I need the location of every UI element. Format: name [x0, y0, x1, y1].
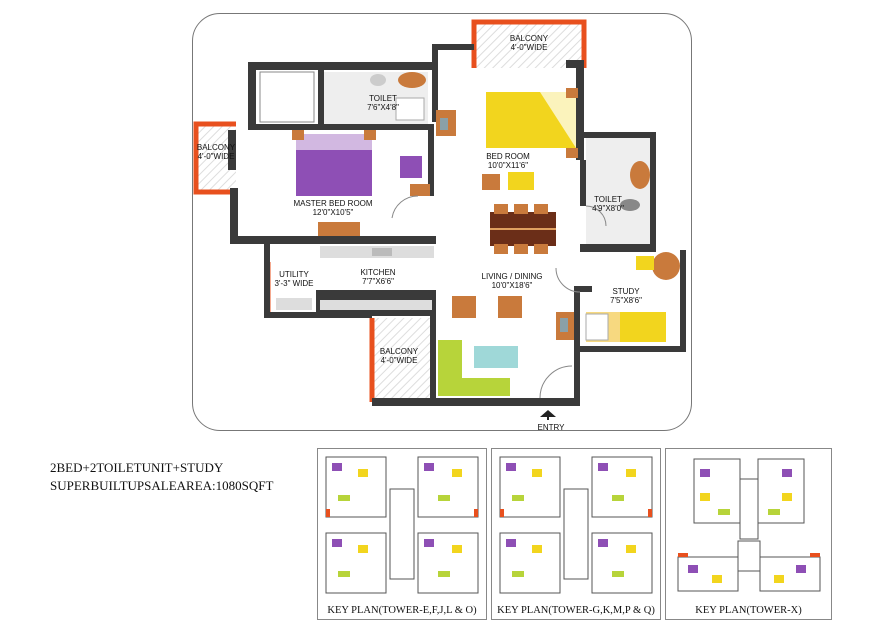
balcony-top — [474, 22, 584, 68]
key-plan-drawing — [499, 456, 653, 594]
balcony-bottom — [372, 318, 432, 402]
walls — [228, 44, 686, 406]
key-plan-drawing — [677, 458, 821, 592]
key-plan-caption: KEY PLAN(TOWER-E,F,J,L & O) — [327, 605, 477, 616]
super-area: SUPERBUILTUPSALEAREA:1080SQFT — [50, 478, 274, 493]
sofa — [438, 340, 510, 396]
key-plan-drawing — [325, 456, 479, 594]
key-plan-caption: KEY PLAN(TOWER-G,K,M,P & Q) — [497, 605, 655, 616]
entry-label: ENTRY — [537, 423, 565, 432]
key-plan-1: KEY PLAN(TOWER-E,F,J,L & O) — [317, 448, 487, 620]
entry-arrow — [540, 410, 556, 417]
key-plan-caption: KEY PLAN(TOWER-X) — [695, 605, 802, 616]
key-plan-2: KEY PLAN(TOWER-G,K,M,P & Q) — [491, 448, 661, 620]
key-plan-3: KEY PLAN(TOWER-X) — [665, 448, 832, 620]
unit-type: 2BED+2TOILETUNIT+STUDY — [50, 460, 224, 475]
